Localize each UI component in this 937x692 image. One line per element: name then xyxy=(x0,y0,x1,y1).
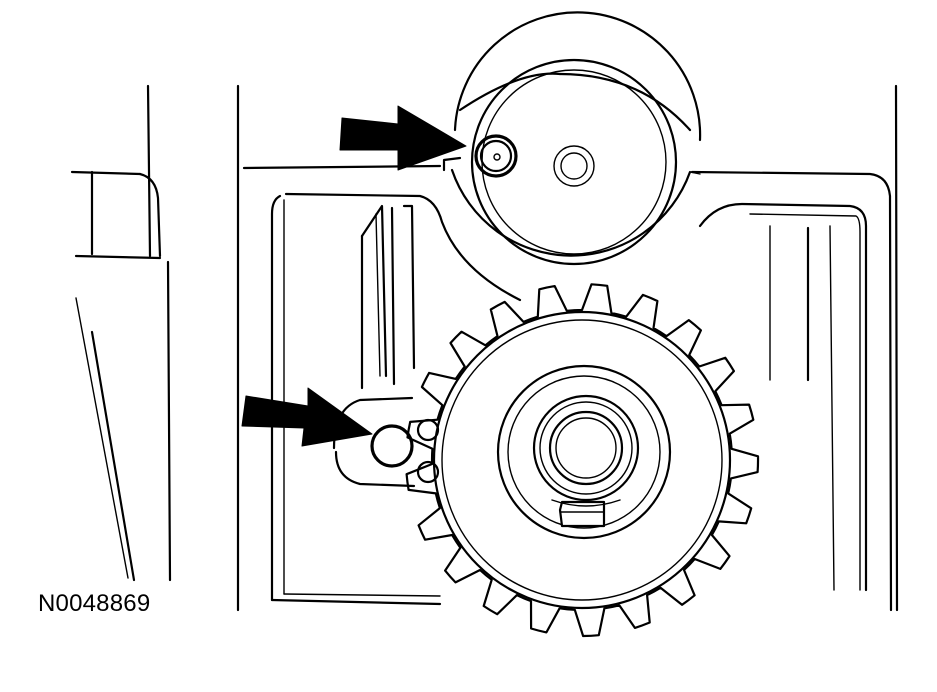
tensioner-guide-slot xyxy=(360,204,416,390)
crankshaft-sprocket xyxy=(405,283,760,638)
camshaft-sprocket xyxy=(442,11,702,266)
left-tool-outline xyxy=(70,84,172,582)
arrow-right-icon xyxy=(339,105,467,171)
housing-outline xyxy=(236,84,899,612)
figure-reference-number: N0048869 xyxy=(38,590,151,617)
arrow-right-icon xyxy=(241,387,373,447)
